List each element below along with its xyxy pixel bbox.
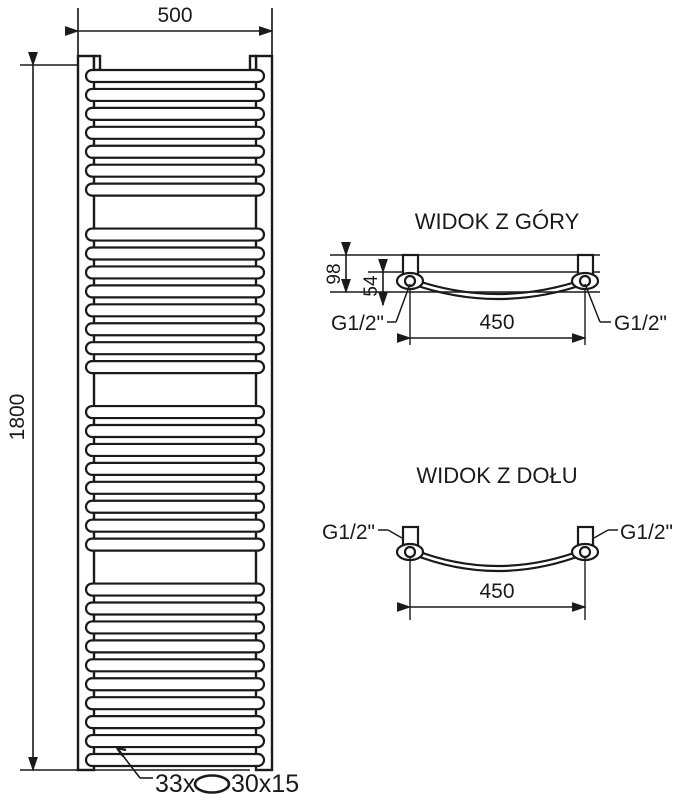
rung: [84, 620, 266, 635]
rung: [84, 518, 266, 533]
rung: [84, 182, 266, 197]
top-view-depth-98-dimension: 98: [324, 242, 351, 294]
rung: [84, 639, 266, 654]
rung: [84, 715, 266, 730]
tube-callout-leader: [116, 746, 153, 779]
width-dimension-line: 500: [65, 4, 274, 36]
rung: [84, 677, 266, 692]
front-view-construction-lines: [77, 8, 273, 770]
rung: [84, 733, 266, 749]
top-view-450-dimension: 450: [397, 311, 587, 343]
rung: [84, 227, 266, 242]
rung: [84, 144, 266, 159]
bottom-view-title: WIDOK Z DOŁU: [416, 463, 577, 488]
rung: [84, 68, 266, 84]
rung: [84, 442, 266, 458]
top-view-connection-leaders: [387, 283, 611, 323]
height-dimension-line: 1800: [6, 52, 38, 772]
rung: [84, 752, 266, 768]
depth-98-label: 98: [324, 263, 345, 284]
rung: [84, 696, 266, 711]
bottom-view-curved-tube: [411, 547, 586, 573]
rung: [84, 404, 266, 420]
rung: [84, 480, 266, 495]
rung: [84, 499, 266, 514]
bottom-view-connection-right-label: G1/2": [620, 521, 673, 544]
bottom-view-450-dimension: 450: [397, 580, 587, 612]
rung: [84, 341, 266, 356]
bottom-view-connection-left-label: G1/2": [322, 521, 375, 544]
bottom-view-left-valve: [395, 525, 425, 562]
rung: [84, 265, 266, 280]
top-view-depth-54-dimension: 54: [361, 259, 388, 307]
tube-callout: 33x 30x15: [155, 770, 299, 798]
rung: [84, 303, 266, 318]
rung: [84, 582, 266, 597]
tube-callout-count: 33x: [155, 770, 196, 798]
top-view-connection-left-label: G1/2": [331, 312, 384, 335]
rung: [84, 601, 266, 616]
top-view-title: WIDOK Z GÓRY: [415, 209, 580, 234]
rung: [84, 125, 266, 140]
rung: [84, 106, 266, 121]
rung: [84, 461, 266, 476]
top-view-left-valve: [395, 253, 425, 291]
bottom-view-450-label: 450: [479, 580, 514, 603]
top-view-450-label: 450: [479, 311, 514, 334]
oval-profile-icon: [193, 774, 231, 794]
rung-group: [84, 68, 266, 768]
rung: [84, 360, 266, 375]
rung: [84, 658, 266, 673]
bottom-view: WIDOK Z DOŁU G1/2" G1/2": [322, 463, 673, 620]
rung: [84, 322, 266, 337]
top-view: WIDOK Z GÓRY 98 54: [324, 209, 667, 345]
top-view-curved-tube: [411, 277, 586, 301]
width-dimension-label: 500: [157, 4, 192, 27]
rung: [84, 87, 266, 103]
rung: [84, 284, 266, 299]
depth-54-label: 54: [361, 275, 382, 297]
front-view: 500 1800: [6, 4, 299, 798]
top-view-connection-right-label: G1/2": [614, 312, 667, 335]
height-dimension-label: 1800: [6, 394, 29, 441]
bottom-view-connection-leaders: [378, 529, 618, 539]
rung: [84, 423, 266, 439]
bottom-view-right-valve: [570, 525, 600, 562]
rung: [84, 246, 266, 261]
rail-top-notches: [92, 54, 258, 72]
rung: [84, 163, 266, 178]
tube-callout-size: 30x15: [231, 770, 299, 798]
rung: [84, 537, 266, 552]
